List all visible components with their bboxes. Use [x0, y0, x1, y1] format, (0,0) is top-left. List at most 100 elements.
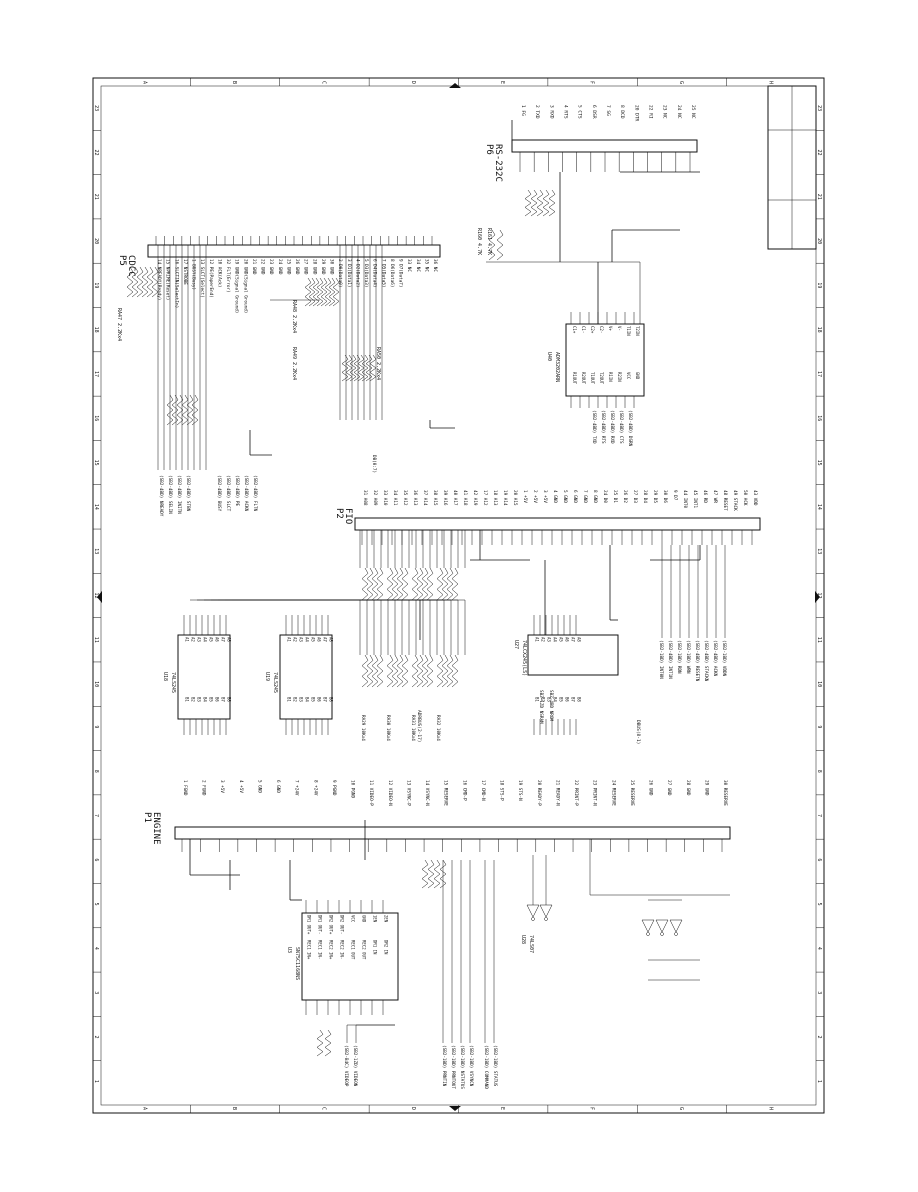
p6-pin-label: 3 RXD	[548, 105, 554, 119]
border-letter: D	[410, 1107, 416, 1110]
border-number: 10	[816, 681, 822, 687]
resistor-symbol	[401, 567, 409, 601]
resistor-symbol	[186, 394, 194, 426]
p2-pin-label: 42 A19	[472, 490, 478, 506]
border-letter: E	[499, 1107, 505, 1110]
engine-net-label: (SB2-1BD) PRNTOUT	[450, 1045, 456, 1089]
p5-pin-label: 17 NSTROBE	[182, 259, 188, 285]
u40-pin: C2+	[590, 326, 595, 334]
u18-part: 74LS245	[170, 672, 176, 693]
buf1-b-pin: B7	[221, 697, 226, 702]
latch-a-pin: A7	[571, 637, 576, 642]
resistor-symbol	[441, 654, 449, 688]
gate-bubble	[531, 917, 535, 921]
latch-b-pin: B7	[571, 697, 576, 702]
resistor-symbol	[371, 567, 379, 601]
buf2-a-pin: A6	[317, 637, 322, 642]
u40-ref: U40	[546, 352, 552, 361]
latch-a-pin: A6	[565, 637, 570, 642]
p2-pin-label: 33 A10	[382, 490, 388, 506]
p5-pin-label: 28 GND	[311, 259, 317, 275]
p2-pin-label: 6 GND	[572, 490, 578, 503]
u3-pin: REC1 IN+	[307, 940, 312, 960]
mid-net-label: DBUS(8-1)	[635, 720, 641, 744]
resistor-symbol	[436, 654, 444, 688]
p5-net-label: (SB2-4BD) STBN	[185, 475, 191, 512]
p2-pin-label: 8 GND	[592, 490, 598, 503]
u3-part: SN75C1168NS	[294, 947, 300, 980]
u27-body	[527, 634, 619, 676]
border-number: 3	[816, 991, 822, 994]
p1-pin-label: 17 CMD-N	[480, 780, 486, 801]
latch-b-pin: B8	[577, 697, 582, 702]
u28-part: 74LS07	[528, 935, 534, 953]
resistor-symbol	[411, 654, 419, 688]
rs232-resistors: R160 4.7K R161 4.7K	[476, 189, 641, 324]
p6-pin-label: 5 CTS	[577, 105, 583, 119]
border-number: 17	[816, 371, 822, 377]
buf2-b-pin: B5	[311, 697, 316, 702]
mid-net-label: SB2-4BD NROM	[548, 690, 554, 721]
p1-name: ENGINE	[151, 812, 161, 845]
p2-pin-label: 30 D6	[662, 490, 668, 503]
resistor-symbol	[361, 354, 369, 382]
buf1-b-pin: B2	[191, 697, 196, 702]
resistor-symbol	[316, 277, 324, 307]
engine-net-label: (SB2-1ZD) VIDEON	[352, 1045, 358, 1087]
resistor-symbol	[324, 277, 332, 307]
p2-pin-label: 34 A11	[392, 490, 398, 506]
p1-pin-label: 25 RESERVE	[629, 780, 635, 806]
engine-net-label: (SB2-1BD) PRNTIN	[441, 1045, 447, 1087]
border-number: 11	[93, 637, 99, 643]
buf1-a-pin: A6	[215, 637, 220, 642]
resistor-symbol	[421, 567, 429, 601]
rs232-net-label: (SB2-4BD) RTS	[600, 410, 606, 444]
resistor-symbol	[426, 567, 434, 601]
u40-body	[565, 323, 645, 397]
border-letter: C	[320, 1107, 326, 1110]
connector-p5-cdcc: P5 CDCC 14 NREADY(Ready)15 NPRIME(Reset)…	[117, 236, 441, 313]
u19-part: 74LS245	[272, 672, 278, 693]
p5-pin-label: 14 NREADY(Ready)	[156, 259, 162, 300]
p5-pin-label: 33 NC	[406, 259, 412, 272]
p2-pin-label: 2 +5V	[532, 490, 538, 503]
resistor-symbol	[488, 229, 496, 261]
resistor-symbol	[396, 654, 404, 688]
resistor-symbol	[316, 1029, 324, 1057]
resistor-symbol	[166, 394, 174, 426]
latch-a-pin: A5	[559, 637, 564, 642]
p2-pin-label: 18 A13	[492, 490, 498, 506]
engine-net-label: (SB2-1BD) VSYNCN	[468, 1045, 474, 1087]
resistor-symbol	[131, 266, 139, 298]
u40-pin: V+	[608, 326, 613, 331]
p2-net-label: (SB2-1BD) WRN	[685, 640, 691, 674]
border-number: 4	[816, 947, 822, 950]
p6-pin-label: 6 DSR	[591, 105, 597, 119]
resistor-symbol	[141, 266, 149, 298]
resistor-symbol	[366, 654, 374, 688]
border-number: 3	[93, 991, 99, 994]
border-number: 1	[816, 1080, 822, 1083]
u3-ref: U3	[286, 947, 292, 953]
p5-pin-label: 7 D5(Data5)	[380, 259, 386, 287]
resistor-symbol	[542, 189, 550, 217]
addr-array-label: RA30 10Kx4	[385, 715, 391, 741]
p1-pin-label: 12 VIDEO-N	[387, 780, 393, 806]
border-number: 12	[93, 593, 99, 599]
p6-pin-label: 25 NC	[690, 105, 696, 119]
p5-name: CDCC	[126, 255, 136, 277]
rs232-net-labels: (SB2-4BD) TXD(SB2-4BD) RTS(SB2-4BD) RXD(…	[591, 410, 633, 447]
p2-net-label: (SB2-1BD) VDDN	[721, 640, 727, 677]
p6-body	[511, 139, 698, 153]
p2-pin-label: 37 A14	[422, 490, 428, 506]
p1-pin-label: 30 RESERVE	[722, 780, 728, 806]
resistor-symbol	[427, 859, 435, 889]
p2-pin-label: 47 WR	[712, 490, 718, 503]
border-number: 5	[93, 903, 99, 906]
p5-net-label: (SB2-4BD) ACKN	[243, 475, 249, 512]
border-letter: F	[589, 1107, 595, 1110]
u40-pin: C1+	[572, 326, 577, 334]
